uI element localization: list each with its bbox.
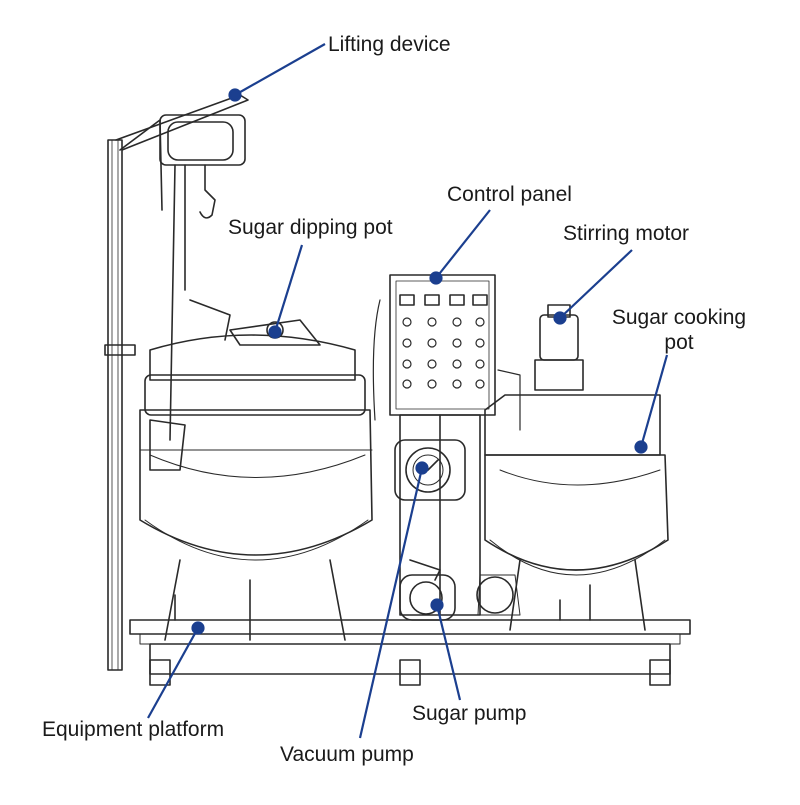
dot-sugar-dipping-pot [268, 325, 282, 339]
dot-stirring-motor [553, 311, 567, 325]
label-equipment-platform: Equipment platform [42, 718, 225, 741]
sugar-pump-drawing [399, 559, 521, 621]
callouts [147, 43, 669, 739]
equipment-platform-drawing [129, 584, 691, 686]
dot-control-panel [429, 271, 443, 285]
label-sugar-dipping-pot: Sugar dipping pot [228, 216, 393, 239]
leader-stirring-motor [559, 249, 633, 319]
label-sugar-cooking-pot: Sugar cooking pot [600, 305, 758, 355]
lifting-device-drawing [104, 94, 249, 671]
leader-control-panel [435, 209, 491, 279]
dot-equipment-platform [191, 621, 205, 635]
leader-lifting-device [234, 43, 326, 96]
leader-equipment-platform [147, 627, 199, 719]
label-stirring-motor: Stirring motor [563, 222, 690, 245]
dot-lifting-device [228, 88, 242, 102]
dot-sugar-cooking-pot [634, 440, 648, 454]
leader-sugar-cooking-pot [639, 354, 669, 448]
dot-sugar-pump [430, 598, 444, 612]
leader-vacuum-pump [358, 467, 424, 739]
label-lifting-device: Lifting device [328, 33, 451, 56]
label-sugar-cooking-pot-line1: Sugar cooking [611, 306, 747, 329]
label-sugar-cooking-pot-line2: pot [664, 331, 694, 354]
vacuum-pump-drawing [394, 439, 466, 501]
leader-sugar-pump [435, 604, 462, 701]
sugar-cooking-pot-drawing [484, 304, 669, 631]
leader-sugar-dipping-pot [273, 244, 304, 333]
label-vacuum-pump: Vacuum pump [280, 743, 414, 766]
label-control-panel: Control panel [447, 183, 572, 206]
dot-vacuum-pump [415, 461, 429, 475]
label-sugar-pump: Sugar pump [412, 702, 527, 725]
control-panel-drawing [372, 274, 521, 616]
